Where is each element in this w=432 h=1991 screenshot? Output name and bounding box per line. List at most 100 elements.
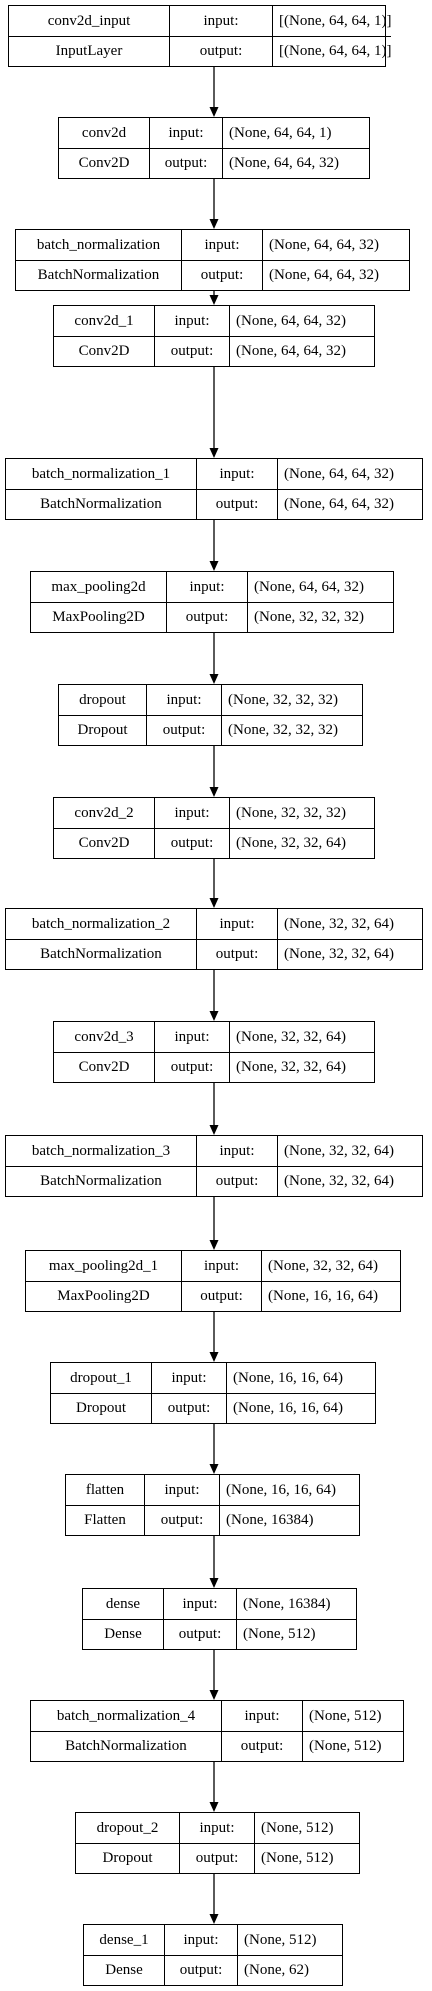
output-shape: (None, 32, 32, 64) (284, 1173, 394, 1189)
layer-name: dropout_1 (51, 1363, 152, 1393)
output-label: output: (182, 261, 263, 290)
output-label: output: (164, 1620, 237, 1649)
layer-type: Conv2D (54, 337, 155, 366)
output-shape: [(None, 64, 64, 1)] (279, 43, 392, 59)
arrowhead-icon (209, 219, 219, 229)
layer-name: batch_normalization_4 (31, 1701, 222, 1731)
input-shape: (None, 32, 32, 32) (236, 804, 346, 821)
input-shape: (None, 32, 32, 32) (228, 691, 338, 708)
layer-type: Dropout (59, 716, 147, 745)
output-label: output: (150, 149, 223, 178)
layer-name: dropout (59, 685, 147, 715)
input-shape: (None, 64, 64, 32) (254, 578, 364, 595)
layer-name: conv2d_input (9, 6, 170, 36)
input-label: input: (152, 1363, 227, 1393)
layer-name: conv2d_2 (54, 798, 155, 828)
input-label: input: (164, 1589, 237, 1619)
output-shape: (None, 32, 32, 32) (228, 722, 338, 738)
input-shape: (None, 64, 64, 32) (269, 236, 379, 253)
output-shape: (None, 16, 16, 64) (233, 1400, 343, 1416)
input-label: input: (155, 1022, 230, 1052)
input-label: input: (197, 909, 278, 939)
input-label: input: (180, 1813, 255, 1843)
input-label: input: (150, 118, 223, 148)
arrowhead-icon (209, 1578, 219, 1588)
input-label: input: (197, 1136, 278, 1166)
output-label: output: (165, 1956, 238, 1985)
arrowhead-icon (209, 448, 219, 458)
output-shape: (None, 16, 16, 64) (268, 1288, 378, 1304)
output-label: output: (197, 490, 278, 519)
layer-type: InputLayer (9, 37, 170, 66)
input-shape: [(None, 64, 64, 1)] (279, 12, 392, 29)
output-label: output: (147, 716, 222, 745)
arrowhead-icon (209, 107, 219, 117)
arrowhead-icon (209, 1464, 219, 1474)
layer-type: Dropout (76, 1844, 180, 1873)
layer-name: conv2d_3 (54, 1022, 155, 1052)
output-label: output: (145, 1506, 220, 1535)
layer-type: BatchNormalization (16, 261, 182, 290)
input-label: input: (170, 6, 273, 36)
layer-type: BatchNormalization (6, 1167, 197, 1196)
output-label: output: (155, 337, 230, 366)
layer-type: MaxPooling2D (26, 1282, 182, 1311)
input-shape: (None, 16, 16, 64) (226, 1481, 336, 1498)
arrowhead-icon (209, 561, 219, 571)
layer-name: dense_1 (84, 1925, 165, 1955)
output-shape: (None, 512) (261, 1850, 334, 1866)
input-shape: (None, 64, 64, 32) (284, 465, 394, 482)
output-shape: (None, 32, 32, 64) (236, 1059, 346, 1075)
output-label: output: (197, 940, 278, 969)
layer-type: Conv2D (54, 829, 155, 858)
layer-name: conv2d (59, 118, 150, 148)
arrowhead-icon (209, 1914, 219, 1924)
output-label: output: (170, 37, 273, 66)
input-shape: (None, 32, 32, 64) (284, 1142, 394, 1159)
input-label: input: (145, 1475, 220, 1505)
output-shape: (None, 32, 32, 64) (236, 835, 346, 851)
output-shape: (None, 62) (244, 1962, 309, 1978)
input-label: input: (167, 572, 248, 602)
output-shape: (None, 64, 64, 32) (269, 267, 379, 283)
layer-type: BatchNormalization (6, 490, 197, 519)
output-shape: (None, 64, 64, 32) (284, 496, 394, 512)
layer-type: Conv2D (54, 1053, 155, 1082)
layer-type: MaxPooling2D (31, 603, 167, 632)
input-shape: (None, 32, 32, 64) (284, 915, 394, 932)
layer-name: conv2d_1 (54, 306, 155, 336)
input-shape: (None, 512) (244, 1931, 317, 1948)
output-label: output: (180, 1844, 255, 1873)
